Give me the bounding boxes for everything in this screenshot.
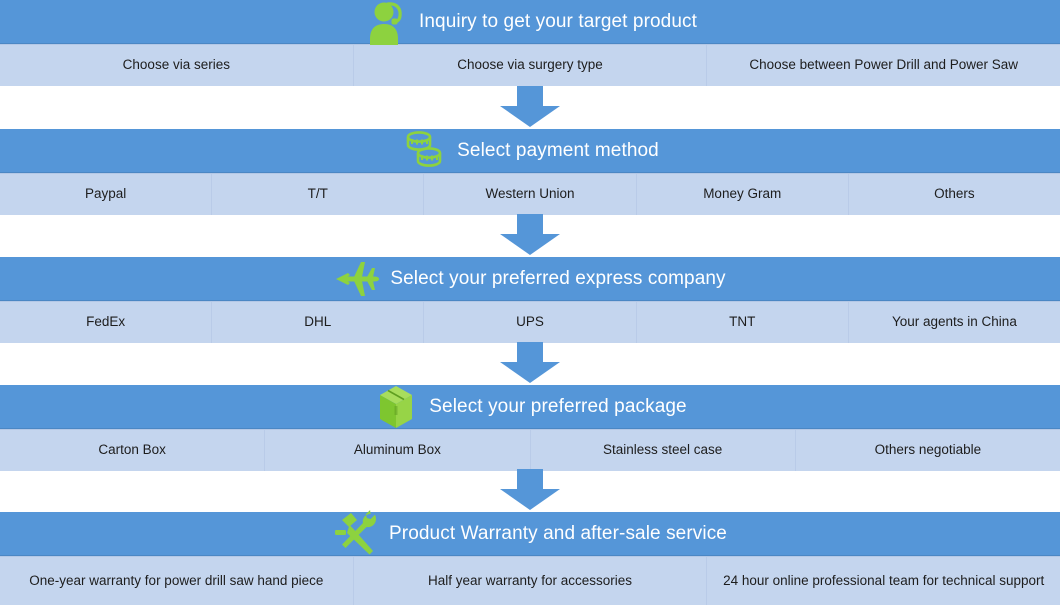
option-aluminum-box[interactable]: Aluminum Box: [265, 430, 531, 471]
step-express-title: Select your preferred express company: [390, 267, 726, 289]
option-24-hour-support[interactable]: 24 hour online professional team for tec…: [723, 572, 1045, 588]
option-carton-box[interactable]: Carton Box: [0, 430, 266, 471]
option-money-gram[interactable]: Money Gram: [637, 174, 849, 215]
option-dhl[interactable]: DHL: [212, 302, 425, 343]
connector-2: [0, 213, 1060, 257]
option-your-agents-in-china[interactable]: Your agents in China: [891, 314, 1017, 330]
package-box-icon: [373, 384, 419, 430]
option-fedex[interactable]: FedEx: [0, 302, 213, 343]
step-payment-title: Select payment method: [457, 139, 659, 161]
option-ups[interactable]: UPS: [424, 302, 637, 343]
step-inquiry-title: Inquiry to get your target product: [419, 10, 697, 32]
step-package-options: Carton Box Aluminum Box Stainless steel …: [0, 429, 1060, 471]
step-inquiry-options: Choose via series Choose via surgery typ…: [0, 44, 1060, 86]
option-choose-via-series[interactable]: Choose via series: [0, 45, 354, 86]
step-inquiry: Inquiry to get your target product Choos…: [0, 0, 1060, 86]
step-warranty-options: One-year warranty for power drill saw ha…: [0, 556, 1060, 605]
step-payment-header: Select payment method: [0, 129, 1060, 173]
down-arrow-icon: [497, 469, 563, 511]
option-tnt[interactable]: TNT: [637, 302, 849, 343]
hammer-wrench-icon: [333, 509, 379, 557]
option-choose-drill-or-saw[interactable]: Choose between Power Drill and Power Saw: [749, 57, 1018, 73]
step-inquiry-header: Inquiry to get your target product: [0, 0, 1060, 45]
step-package: Select your preferred package Carton Box…: [0, 385, 1060, 471]
step-warranty-header: Product Warranty and after-sale service: [0, 509, 1060, 557]
customer-service-person-icon: [363, 0, 409, 45]
step-warranty-title: Product Warranty and after-sale service: [389, 522, 727, 544]
option-others-negotiable[interactable]: Others negotiable: [874, 442, 982, 458]
option-one-year-warranty[interactable]: One-year warranty for power drill saw ha…: [0, 557, 354, 605]
step-express: Select your preferred express company Fe…: [0, 257, 1060, 343]
option-tt[interactable]: T/T: [212, 174, 425, 215]
option-choose-via-surgery-type[interactable]: Choose via surgery type: [354, 45, 708, 86]
option-paypal[interactable]: Paypal: [0, 174, 213, 215]
option-others[interactable]: Others: [934, 186, 975, 202]
step-payment: Select payment method Paypal T/T Western…: [0, 129, 1060, 215]
step-package-title: Select your preferred package: [429, 395, 687, 417]
step-package-header: Select your preferred package: [0, 385, 1060, 429]
connector-1: [0, 85, 1060, 129]
down-arrow-icon: [497, 86, 563, 128]
option-stainless-steel-case[interactable]: Stainless steel case: [531, 430, 796, 471]
step-express-header: Select your preferred express company: [0, 257, 1060, 301]
step-payment-options: Paypal T/T Western Union Money Gram Othe…: [0, 173, 1060, 215]
coins-stack-icon: [401, 128, 447, 174]
step-express-options: FedEx DHL UPS TNT Your agents in China: [0, 301, 1060, 343]
option-half-year-warranty[interactable]: Half year warranty for accessories: [354, 557, 708, 605]
step-warranty: Product Warranty and after-sale service …: [0, 509, 1060, 605]
down-arrow-icon: [497, 214, 563, 256]
connector-3: [0, 341, 1060, 385]
airplane-icon: [334, 256, 380, 302]
option-western-union[interactable]: Western Union: [424, 174, 637, 215]
down-arrow-icon: [497, 342, 563, 384]
connector-4: [0, 468, 1060, 512]
